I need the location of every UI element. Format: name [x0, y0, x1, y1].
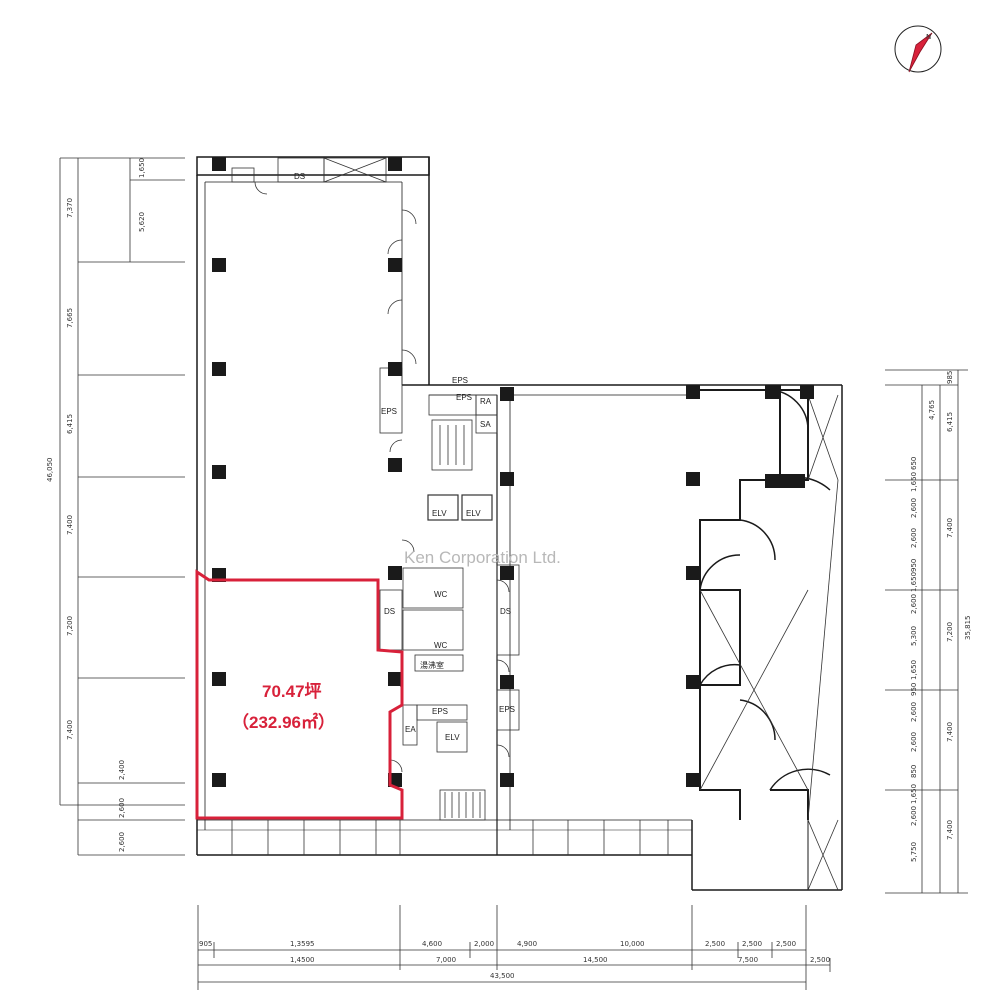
svg-text:2,600: 2,600	[910, 732, 918, 752]
svg-text:1,650: 1,650	[910, 472, 918, 492]
structural-columns	[212, 157, 814, 787]
eps-lower-label: EPS	[432, 707, 448, 716]
elv-1-label: ELV	[432, 509, 447, 518]
svg-text:2,000: 2,000	[474, 940, 494, 948]
bottom-total-dim: 43,500	[490, 972, 515, 980]
right-dimension-labels: 35,815 985 6,415 7,400 7,200 7,400 7,400…	[910, 371, 972, 862]
wc-1-label: WC	[434, 590, 448, 599]
ds-right-label: DS	[500, 607, 511, 616]
svg-text:2,600: 2,600	[910, 594, 918, 614]
svg-text:7,370: 7,370	[66, 198, 74, 218]
svg-text:4,900: 4,900	[517, 940, 537, 948]
eps-right-label: EPS	[499, 705, 515, 714]
svg-text:14,500: 14,500	[583, 956, 608, 964]
right-total-dim: 35,815	[964, 616, 972, 641]
north-compass-icon: N	[894, 25, 942, 73]
svg-text:650: 650	[910, 457, 918, 470]
wc-2-label: WC	[434, 641, 448, 650]
svg-text:950: 950	[910, 683, 918, 696]
eps-left-label: EPS	[381, 407, 397, 416]
watermark-text: Ken Corporation Ltd.	[404, 548, 561, 567]
svg-text:985: 985	[946, 371, 954, 384]
svg-text:2,500: 2,500	[705, 940, 725, 948]
svg-text:2,600: 2,600	[910, 806, 918, 826]
svg-text:1,4500: 1,4500	[290, 956, 315, 964]
svg-text:1,650: 1,650	[910, 572, 918, 592]
south-balcony	[231, 820, 669, 855]
svg-text:10,000: 10,000	[620, 940, 645, 948]
svg-text:7,200: 7,200	[946, 622, 954, 642]
svg-text:6,415: 6,415	[66, 414, 74, 434]
elv-2-label: ELV	[466, 509, 481, 518]
svg-text:7,500: 7,500	[738, 956, 758, 964]
svg-text:7,400: 7,400	[946, 722, 954, 742]
svg-text:5,300: 5,300	[910, 626, 918, 646]
svg-text:2,500: 2,500	[776, 940, 796, 948]
compass-north-label: N	[926, 33, 931, 41]
svg-text:7,000: 7,000	[436, 956, 456, 964]
eps-top-label: EPS	[452, 376, 468, 385]
svg-text:4,765: 4,765	[928, 400, 936, 420]
unit-area-sqm: （232.96㎡）	[232, 712, 335, 732]
svg-text:1,650: 1,650	[910, 784, 918, 804]
svg-text:1,650: 1,650	[910, 660, 918, 680]
svg-text:2,600: 2,600	[910, 702, 918, 722]
core	[379, 367, 520, 821]
svg-text:950: 950	[910, 559, 918, 572]
svg-text:1,650: 1,650	[138, 158, 146, 178]
eps-shaft-label: EPS	[456, 393, 472, 402]
core-labels: EPS EPS EPS RA SA ELV ELV DS DS WC WC 湯沸…	[381, 376, 515, 742]
svg-text:7,665: 7,665	[66, 308, 74, 328]
left-dimension-labels: 46,050 7,370 7,665 6,415 7,400 7,200 7,4…	[46, 158, 146, 852]
building-walls	[196, 156, 843, 891]
svg-text:2,400: 2,400	[118, 760, 126, 780]
left-total-dim: 46,050	[46, 458, 54, 483]
right-dimensions	[885, 369, 968, 894]
left-dimensions	[59, 157, 185, 856]
svg-text:5,620: 5,620	[138, 212, 146, 232]
svg-text:7,400: 7,400	[946, 820, 954, 840]
svg-text:2,600: 2,600	[910, 528, 918, 548]
ds-left-label: DS	[384, 607, 395, 616]
svg-text:2,600: 2,600	[910, 498, 918, 518]
east-wing-rooms	[691, 385, 831, 820]
svg-text:7,200: 7,200	[66, 616, 74, 636]
svg-text:850: 850	[910, 765, 918, 778]
sa-label: SA	[480, 420, 491, 429]
unit-area-tsubo: 70.47坪	[262, 682, 322, 701]
door-swings	[254, 181, 510, 773]
svg-text:2,600: 2,600	[118, 832, 126, 852]
svg-text:6,415: 6,415	[946, 412, 954, 432]
svg-text:7,400: 7,400	[946, 518, 954, 538]
svg-text:905: 905	[199, 940, 212, 948]
bottom-dimension-labels: 905 1,3595 4,600 2,000 4,900 10,000 2,50…	[199, 940, 830, 980]
east-wing-diagonals	[699, 394, 839, 891]
compass-arrow	[908, 32, 933, 73]
svg-text:2,500: 2,500	[810, 956, 830, 964]
elv-3-label: ELV	[445, 733, 460, 742]
svg-text:2,500: 2,500	[742, 940, 762, 948]
bottom-dimensions	[197, 905, 831, 990]
svg-text:7,400: 7,400	[66, 515, 74, 535]
ra-label: RA	[480, 397, 492, 406]
svg-text:1,3595: 1,3595	[290, 940, 315, 948]
top-shaft	[231, 157, 387, 183]
svg-text:7,400: 7,400	[66, 720, 74, 740]
svg-text:5,750: 5,750	[910, 842, 918, 862]
svg-text:4,600: 4,600	[422, 940, 442, 948]
ds-top-label: DS	[294, 172, 305, 181]
storage-label: 湯沸室	[420, 660, 444, 670]
ea-label: EA	[405, 725, 416, 734]
svg-text:2,600: 2,600	[118, 798, 126, 818]
highlighted-unit-outline[interactable]	[195, 569, 404, 820]
